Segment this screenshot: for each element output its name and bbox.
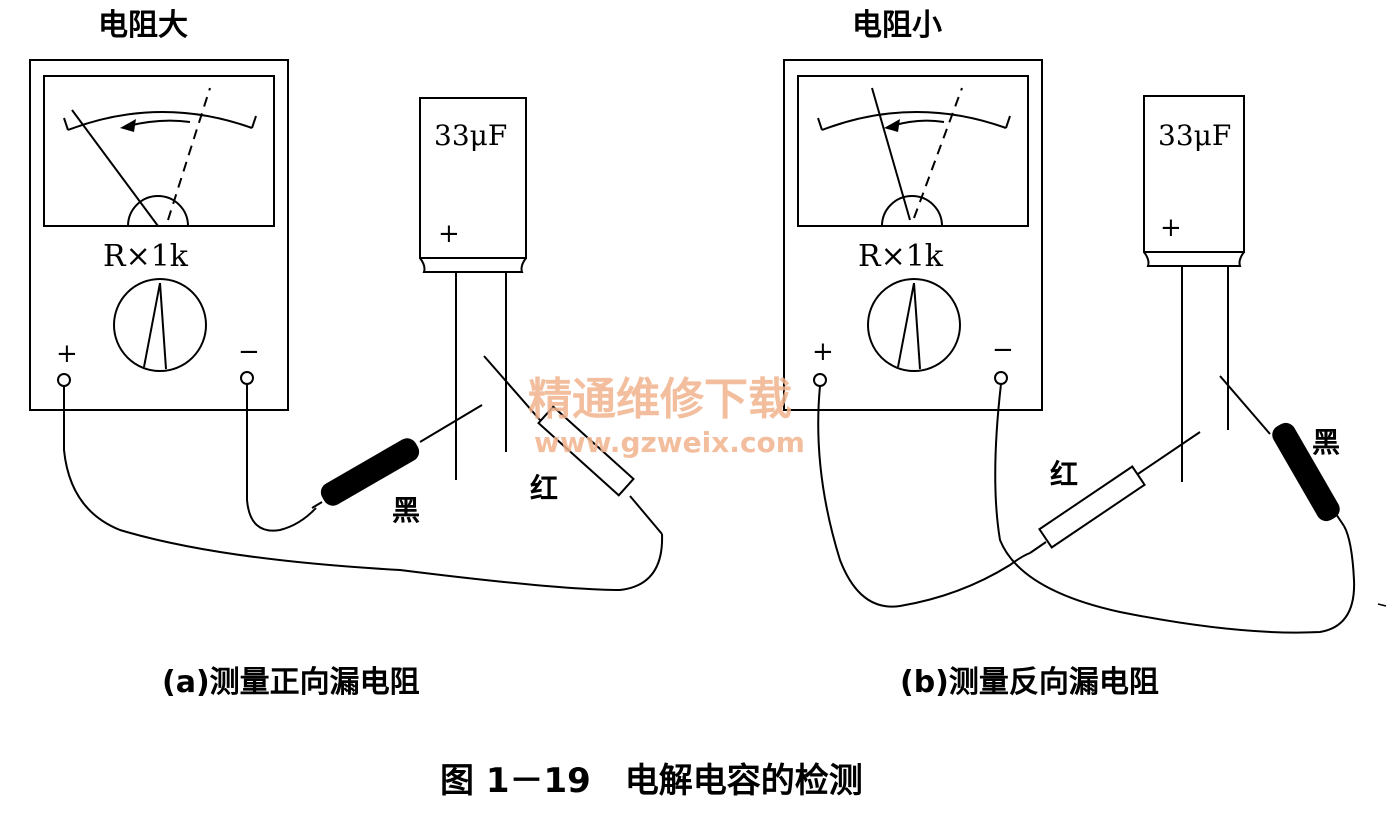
red-probe-a[interactable] [483,355,663,535]
meter-a-scale-tick-right [251,115,257,129]
meter-b-arrow-head [884,119,900,132]
meter-b-scale-tick-left [817,117,823,131]
capacitor-a-base [419,257,527,273]
meter-a-needle-dashed [167,87,211,221]
panel-a-title: 电阻大 [98,8,188,43]
meter-a-pivot [127,195,189,227]
capacitor-a-plus: + [438,219,460,249]
black-probe-b-label: 黑 [1312,426,1340,459]
figure-caption: 图 1－19 电解电容的检测 [440,761,863,801]
meter-b-body [783,59,1043,411]
meter-a-window [43,75,275,227]
capacitor-a-label: 33μF [434,119,507,152]
panel-a: 电阻大 R×1k + − 33μF + [29,8,664,700]
meter-a-knob-mark-1 [143,282,161,368]
capacitor-a-body [419,97,527,259]
meter-a-range-label: R×1k [103,239,189,274]
panel-b: 电阻小 R×1k + − 33μF + 红 [783,8,1356,700]
panel-b-title: 电阻小 [852,8,942,43]
capacitor-b-label: 33μF [1158,119,1231,152]
black-probe-a-label: 黑 [392,494,420,527]
capacitor-b-body [1143,95,1245,253]
watermark: 精通维修下载 www.gzweix.com [528,374,805,459]
black-probe-a[interactable] [311,404,483,509]
red-probe-b[interactable] [1029,431,1201,554]
black-probe-b[interactable] [1219,375,1345,527]
panel-b-caption: (b)测量反向漏电阻 [900,665,1159,700]
watermark-line1: 精通维修下载 [528,374,792,425]
red-probe-b-label: 红 [1050,458,1078,491]
meter-a-body [29,59,289,411]
meter-b-pivot [881,195,943,227]
red-probe-a-label: 红 [530,472,558,505]
meter-b-scale-arc [821,111,1007,131]
meter-b-knob-mark-2 [913,282,921,370]
capacitor-b-base [1143,251,1245,267]
meter-b-range-label: R×1k [858,239,944,274]
meter-b-window [797,75,1029,227]
meter-b-needle-dashed [913,87,963,219]
meter-b-minus-jack[interactable] [994,371,1008,385]
meter-b-range-knob[interactable] [867,278,961,372]
meter-a-needle [71,109,159,227]
meter-b-plus-jack[interactable] [813,373,827,387]
red-wire-b [817,385,1031,608]
meter-b-knob-mark-1 [897,282,915,368]
meter-b-arrow [891,119,945,127]
meter-b-plus-label: + [812,337,834,367]
panel-a-caption: (a)测量正向漏电阻 [162,665,420,700]
meter-a-range-knob[interactable] [113,278,207,372]
meter-a-arrow [127,119,191,127]
meter-b-minus-label: − [992,335,1014,365]
black-wire-b [994,383,1356,634]
capacitor-b-plus: + [1160,213,1182,243]
meter-a-scale-arc [67,111,253,131]
meter-a-minus-label: − [238,337,260,367]
meter-a-scale-tick-left [63,117,69,131]
meter-a-knob-mark-2 [159,282,167,370]
meter-b-scale-tick-right [1005,115,1011,129]
red-wire-a [63,386,664,592]
meter-a-plus-jack[interactable] [57,373,71,387]
meter-a-arrow-head [120,119,136,132]
meter-a-plus-label: + [56,339,78,369]
watermark-line2: www.gzweix.com [534,426,805,459]
margin-mark [1377,603,1387,607]
meter-b-needle [871,87,911,221]
black-wire-a [246,384,317,532]
meter-a-minus-jack[interactable] [240,371,254,385]
